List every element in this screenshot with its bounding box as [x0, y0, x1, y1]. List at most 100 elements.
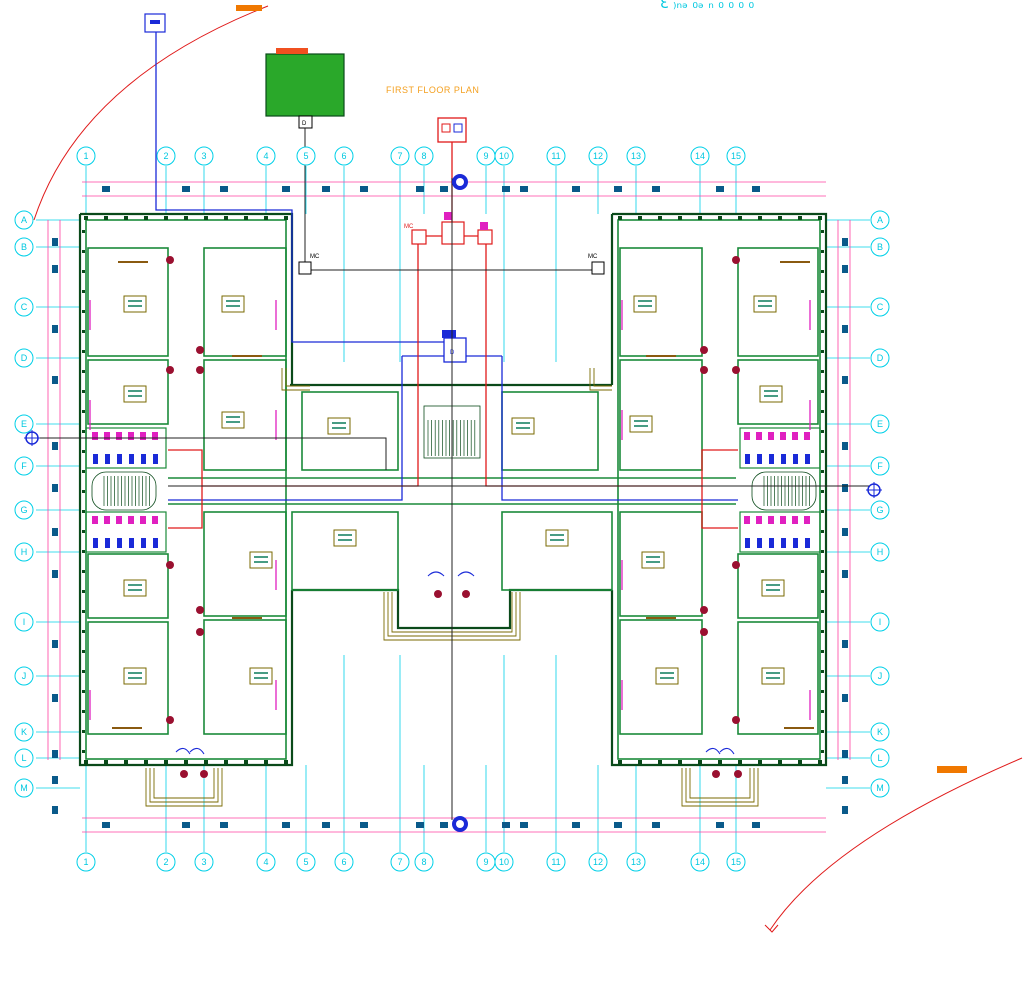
orange-marker: [236, 5, 262, 11]
grid-column-label: 1: [83, 151, 88, 161]
grid-bubble: H: [14, 542, 34, 562]
stair-treads: [103, 420, 810, 506]
grid-row-label: D: [877, 353, 884, 363]
grid-bubble: 5: [296, 146, 316, 166]
grid-bubble: J: [870, 666, 890, 686]
grid-row-label: F: [21, 461, 27, 471]
grid-row-label: G: [20, 505, 27, 515]
mc-label: MC: [310, 254, 320, 260]
grid-row-label: M: [20, 783, 28, 793]
grid-bubble: K: [870, 722, 890, 742]
grid-bubble: E: [870, 414, 890, 434]
grid-bubble: 4: [256, 146, 276, 166]
grid-bubble: 7: [390, 852, 410, 872]
grid-bubble: K: [14, 722, 34, 742]
grid-bubble: M: [870, 778, 890, 798]
grid-column-label: 15: [731, 151, 741, 161]
furniture: [89, 261, 814, 729]
heater-unit: [477, 229, 493, 245]
grid-column-label: 6: [341, 151, 346, 161]
grid-bubble: 5: [296, 852, 316, 872]
grid-bubble: 2: [156, 852, 176, 872]
grid-column-label: 1: [83, 857, 88, 867]
grid-bubble: B: [14, 237, 34, 257]
grid-bubble: A: [14, 210, 34, 230]
property-boundary-arc: [769, 757, 1023, 931]
grid-column-label: 2: [163, 857, 168, 867]
grid-bubble: M: [14, 778, 34, 798]
grid-column-label: 5: [303, 151, 308, 161]
grid-row-label: I: [23, 617, 26, 627]
grid-column-label: 14: [695, 857, 705, 867]
building-outline: [78, 212, 828, 767]
grid-bubble: 7: [390, 146, 410, 166]
grid-row-label: B: [877, 242, 883, 252]
grid-row-label: C: [877, 302, 884, 312]
mc-label: MC: [404, 224, 414, 230]
grid-row-label: M: [876, 783, 884, 793]
toilet-block: [85, 427, 821, 553]
grid-column-label: 12: [593, 857, 603, 867]
grid-bubble: 15: [726, 146, 746, 166]
grid-row-label: A: [21, 215, 27, 225]
grid-row-label: D: [21, 353, 28, 363]
grid-row-label: B: [21, 242, 27, 252]
grid-row-label: J: [22, 671, 27, 681]
grid-column-label: 7: [397, 857, 402, 867]
grid-row-label: A: [877, 215, 883, 225]
grid-bubble: 13: [626, 146, 646, 166]
distribution-box: [443, 337, 467, 363]
water-supply-line: [155, 32, 738, 501]
heater-unit: [411, 229, 427, 245]
grid-bubble: J: [14, 666, 34, 686]
grid-bubble: L: [870, 748, 890, 768]
grid-column-label: 2: [163, 151, 168, 161]
grid-column-label: 3: [201, 151, 206, 161]
grid-bubble: G: [870, 500, 890, 520]
inner-walls: [85, 219, 821, 760]
svg-text:D: D: [302, 121, 307, 127]
grid-bubble: 9: [476, 852, 496, 872]
grid-row-label: J: [878, 671, 883, 681]
stair-icon: [91, 405, 817, 511]
grid-column-label: 6: [341, 857, 346, 867]
north-arrow-icon: [24, 174, 882, 832]
heater-unit: [441, 221, 465, 245]
manhole-mc: [298, 261, 312, 275]
grid-bubble: 12: [588, 852, 608, 872]
grid-row-label: C: [21, 302, 28, 312]
grid-column-label: 14: [695, 151, 705, 161]
grid-bubble: 12: [588, 146, 608, 166]
grid-row-label: F: [877, 461, 883, 471]
grid-column-label: 13: [631, 857, 641, 867]
mc-label: MC: [588, 254, 598, 260]
column-icon: [82, 216, 824, 778]
grid-bubble: I: [14, 612, 34, 632]
grid-row-label: L: [877, 753, 882, 763]
grid-labels: 1122334455667788991010111112121313141415…: [14, 146, 890, 872]
grid-row-label: G: [876, 505, 883, 515]
manhole-mc: [591, 261, 605, 275]
grid-column-label: 10: [499, 857, 509, 867]
grid-bubble: 1: [76, 852, 96, 872]
grid-row-label: L: [21, 753, 26, 763]
top-right-mark: Ɛ ₎ₙₔ ₀ₔ ₙ ₀ ₀ ₀ ₀: [660, 0, 754, 12]
grid-column-label: 7: [397, 151, 402, 161]
grid-row-label: E: [877, 419, 883, 429]
grid-column-label: 12: [593, 151, 603, 161]
grid-column-label: 4: [263, 151, 268, 161]
orange-marker: [937, 766, 967, 773]
grid-bubble: D: [14, 348, 34, 368]
plumbing-fixtures: [92, 432, 810, 548]
grid-bubble: D: [870, 348, 890, 368]
dimension-ticks: [52, 186, 848, 828]
grid-row-label: K: [21, 727, 27, 737]
grid-bubble: H: [870, 542, 890, 562]
grid-bubble: 8: [414, 146, 434, 166]
grid-bubble: C: [14, 297, 34, 317]
utility-box: [144, 13, 166, 33]
grid-bubble: 10: [494, 146, 514, 166]
grid-bubble: F: [14, 456, 34, 476]
grid-column-label: 9: [483, 857, 488, 867]
